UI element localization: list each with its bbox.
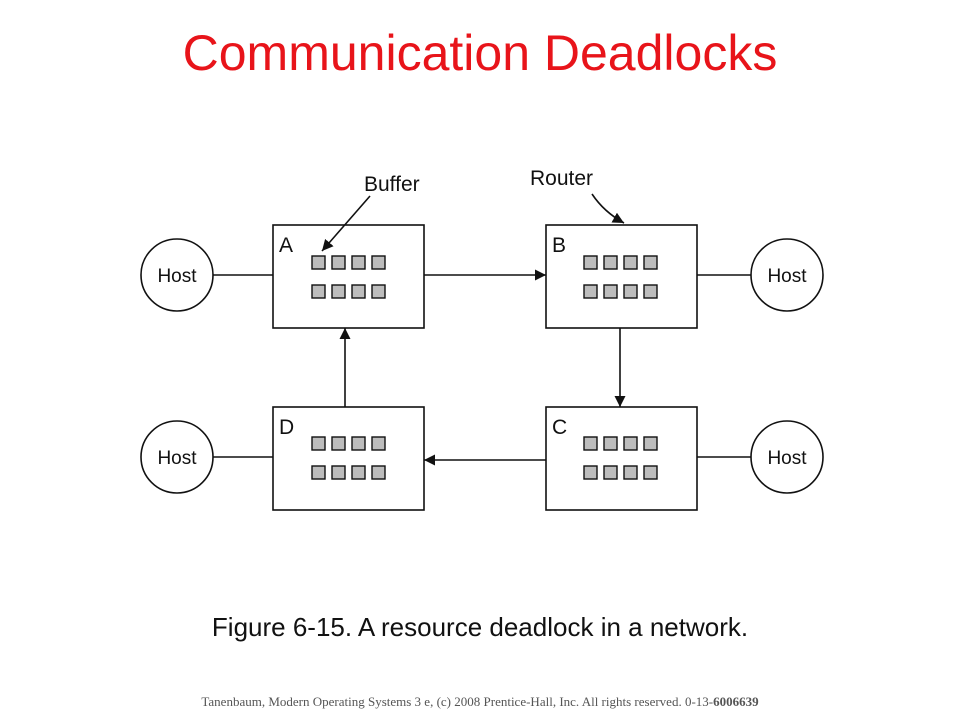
buffer-slot — [623, 255, 638, 270]
host-b-label: Host — [767, 266, 807, 287]
buffer-slot — [623, 465, 638, 480]
buffer-slot — [311, 284, 326, 299]
router-c: C — [545, 406, 698, 511]
router-callout-label: Router — [530, 167, 593, 190]
router-d: D — [272, 406, 425, 511]
buffer-callout-arrow — [321, 195, 371, 252]
buffer-slot — [643, 465, 658, 480]
buffer-slot — [623, 284, 638, 299]
buffer-slot — [311, 465, 326, 480]
buffer-slot — [643, 436, 658, 451]
buffer-slot — [351, 436, 366, 451]
footer-isbn: 6006639 — [713, 694, 759, 709]
buffer-slot — [311, 255, 326, 270]
buffer-slot — [603, 465, 618, 480]
buffer-slot — [583, 436, 598, 451]
router-callout-arrow — [591, 193, 625, 224]
buffer-slot — [583, 255, 598, 270]
buffer-slot — [623, 436, 638, 451]
copyright-footer: Tanenbaum, Modern Operating Systems 3 e,… — [0, 694, 960, 710]
buffer-slot — [603, 255, 618, 270]
buffer-slot — [371, 465, 386, 480]
host-d: Host — [140, 420, 214, 494]
router-a-label: A — [279, 234, 293, 257]
slide-title: Communication Deadlocks — [182, 25, 778, 81]
buffer-slot — [371, 436, 386, 451]
footer-text: Tanenbaum, Modern Operating Systems 3 e,… — [201, 694, 714, 709]
buffer-slot — [583, 465, 598, 480]
buffer-slot — [351, 465, 366, 480]
host-b: Host — [750, 238, 824, 312]
buffer-slot — [583, 284, 598, 299]
host-a: Host — [140, 238, 214, 312]
buffer-slot — [351, 284, 366, 299]
host-c: Host — [750, 420, 824, 494]
buffer-slot — [643, 255, 658, 270]
host-d-label: Host — [157, 448, 197, 469]
router-d-label: D — [279, 416, 294, 439]
buffer-slot — [351, 255, 366, 270]
buffer-slot — [331, 436, 346, 451]
router-c-label: C — [552, 416, 567, 439]
router-b-label: B — [552, 234, 566, 257]
buffer-slot — [603, 436, 618, 451]
router-b: B — [545, 224, 698, 329]
buffer-slot — [331, 465, 346, 480]
buffer-slot — [371, 284, 386, 299]
buffer-callout-label: Buffer — [364, 173, 420, 196]
figure-caption: Figure 6-15. A resource deadlock in a ne… — [211, 612, 749, 642]
host-c-label: Host — [767, 448, 807, 469]
buffer-slot — [371, 255, 386, 270]
buffer-slot — [603, 284, 618, 299]
buffer-slot — [331, 255, 346, 270]
buffer-slot — [311, 436, 326, 451]
router-a: A — [272, 224, 425, 329]
buffer-slot — [331, 284, 346, 299]
buffer-slot — [643, 284, 658, 299]
host-a-label: Host — [157, 266, 197, 287]
